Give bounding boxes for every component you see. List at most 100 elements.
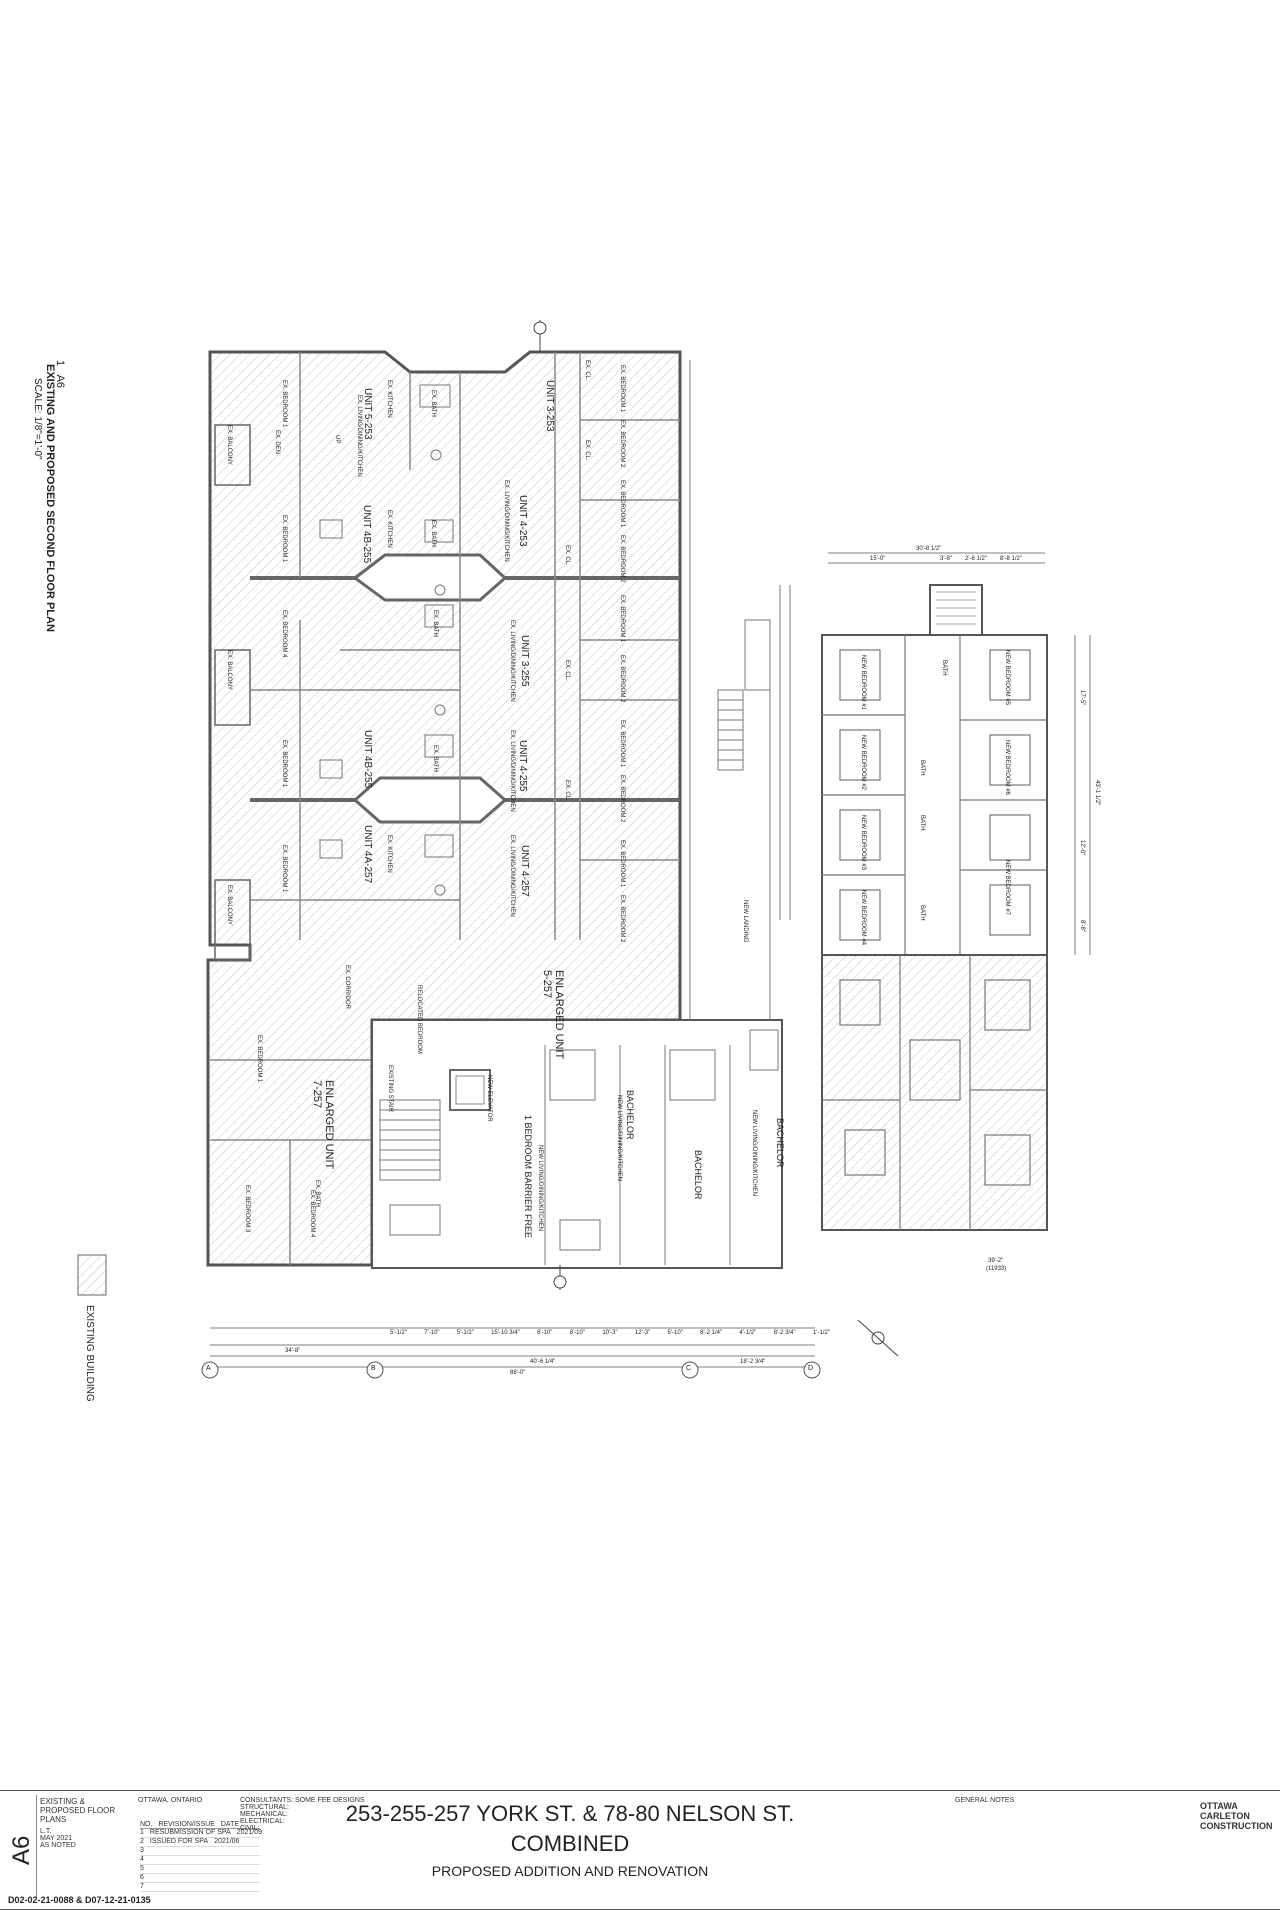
unit-label: BACHELOR [775, 1118, 785, 1168]
revision-desc: RESUBMISSION OF SPA [149, 1829, 231, 1836]
unit-label: UNIT 4-257 [519, 845, 530, 897]
dimension-text: 34'-8" [285, 1348, 301, 1354]
room-label: UP [334, 435, 340, 444]
room-label: EX. BATH [430, 390, 436, 417]
consultants: CONSULTANTS: SOME FEE DESIGNS [240, 1797, 365, 1804]
dimension-text: 10'-3" [602, 1330, 618, 1336]
dimension-text: (11933) [986, 1266, 1007, 1272]
room-label: EX. BEDROOM 2 [619, 535, 625, 583]
dimension-text: 8'-10" [569, 1330, 585, 1336]
room-label: EX. BALCONY [226, 425, 232, 466]
revision-header: NO. REVISION/ISSUE DATE [140, 1821, 260, 1829]
revision-header-date: DATE [220, 1821, 240, 1828]
grid-marker-label: D [808, 1365, 814, 1372]
grid-marker-label: C [686, 1365, 692, 1372]
unit-label: BACHELOR [625, 1090, 635, 1140]
revision-row: 4 [140, 1856, 260, 1865]
room-label: NEW LANDING [742, 900, 748, 943]
room-label: NEW ELEVATOR [486, 1075, 492, 1122]
dimension-text: 12'-0" [1079, 840, 1085, 856]
dimension-text: 17'-5" [1079, 690, 1085, 706]
room-label: EX. BEDROOM 1 [281, 515, 287, 563]
revision-row: 6 [140, 1874, 260, 1883]
unit-label: UNIT 5-253 [362, 388, 373, 440]
dimension-text: 12'-3" [634, 1330, 651, 1336]
room-label: EX. BEDROOM 2 [619, 895, 625, 943]
sheet-number: A6 [8, 1835, 35, 1865]
dimension-text: 8'-8" [1079, 920, 1085, 932]
existing-building [206, 350, 682, 1267]
notes-block: GENERAL NOTES [955, 1797, 1075, 1804]
revision-no: 1 [140, 1829, 144, 1836]
room-label: NEW LIVING/DINING/KITCHEN [751, 1110, 757, 1197]
dimension-text: 5'-1/2" [456, 1330, 474, 1336]
new-addition [371, 1019, 783, 1269]
sheet-title: EXISTING & PROPOSED FLOOR PLANS [40, 1797, 116, 1824]
unit-label: UNIT 4-255 [517, 740, 528, 792]
room-label: NEW LIVING/DINING/KITCHEN [537, 1145, 543, 1232]
mechanical: MECHANICAL: [240, 1811, 288, 1818]
revision-no: 6 [140, 1874, 144, 1881]
room-label: EX. BEDROOM 1 [619, 595, 625, 643]
legend-label: EXISTING BUILDING [84, 1305, 95, 1402]
revision-header-no: NO. [140, 1821, 153, 1828]
address-block: OTTAWA, ONTARIO [138, 1797, 238, 1804]
room-label: EX. BEDROOM 2 [619, 775, 625, 823]
revision-no: 5 [140, 1865, 144, 1872]
dimension-text: 1'-1/2" [812, 1330, 830, 1336]
revision-row: 3 [140, 1847, 260, 1856]
dimension-text: 2'-6 1/2" [965, 556, 987, 562]
room-label: EX. LIVING/DINING/KITCHEN [356, 395, 362, 477]
room-label: EX. BATH [430, 520, 436, 547]
unit-label: UNIT 4B-255 [361, 505, 372, 564]
room-label: EX. BEDROOM 1 [619, 480, 625, 528]
revision-no: 2 [140, 1838, 144, 1845]
grid-marker-label: A [206, 1365, 211, 1372]
dimension-text: 6'-10" [537, 1330, 553, 1336]
revision-date: 2021/09 [236, 1829, 262, 1836]
room-label: EX. LIVING/DINING/KITCHEN [503, 480, 509, 562]
unit-label: UNIT 3-253 [544, 380, 555, 432]
dimension-text: 30'-8 1/2" [916, 546, 942, 552]
title-block-sheet-info: EXISTING & PROPOSED FLOOR PLANS L.T. MAY… [40, 1797, 130, 1849]
room-label: EX. BATH [432, 610, 438, 637]
project-description: PROPOSED ADDITION AND RENOVATION [431, 1863, 709, 1879]
project-title: 253-255-257 YORK ST. & 78-80 NELSON ST. [345, 1801, 795, 1826]
file-numbers: D02-02-21-0088 & D07-12-21-0135 [8, 1895, 151, 1905]
room-label: EX. DEN [274, 430, 280, 455]
legend: EXISTING BUILDING [82, 1305, 100, 1402]
room-label: EX. BEDROOM 1 [281, 845, 287, 893]
revision-table: NO. REVISION/ISSUE DATE 1 RESUBMISSION OF… [140, 1821, 262, 1892]
unit-label: BACHELOR [693, 1150, 703, 1200]
room-label: EX. BEDROOM 2 [619, 420, 625, 468]
dimension-text: 15'-10 3/4" [491, 1330, 520, 1336]
revision-row: 7 [140, 1883, 260, 1892]
dimension-text: 8'-8 1/2" [1000, 556, 1022, 562]
room-label: EX. BALCONY [226, 885, 232, 926]
room-label: EX. BEDROOM 1 [281, 380, 287, 428]
plan-scale: SCALE: 1/8"=1'-0" [32, 378, 43, 460]
title-block-sheet-cell: A6 [4, 1795, 37, 1899]
dimension-text: 5'-10" [667, 1330, 683, 1336]
dimension-text: 7'-10" [424, 1330, 440, 1336]
room-label: BATH [919, 815, 925, 831]
dimension-text: 8'-2 3/4" [773, 1330, 796, 1336]
dimension-text: 4'-1/2" [739, 1330, 757, 1336]
north-arrow-icon [857, 1319, 899, 1357]
dimension-text: 5'-1/2" [390, 1330, 407, 1336]
dimension-text: 39'-2" [988, 1258, 1004, 1264]
dimension-row: 5'-1/2" 7'-10" 5'-1/2" 15'-10 3/4" 6'-10" 8'-… [390, 1330, 830, 1336]
plan-sheet-ref: A6 [54, 374, 66, 389]
room-label: EX. CL. [564, 660, 570, 681]
room-label: BATH [941, 660, 947, 676]
room-label: EX. CORRIDOR [344, 965, 350, 1010]
room-label: NEW BEDROOM #5 [1004, 650, 1010, 706]
room-label: EX. BEDROOM 2 [619, 655, 625, 703]
room-label: EX. CL. [564, 545, 570, 566]
room-label: RELOCATED BEDROOM [416, 985, 422, 1054]
room-label: EX. CL. [584, 360, 590, 381]
room-label: EX. BEDROOM 4 [281, 610, 287, 658]
